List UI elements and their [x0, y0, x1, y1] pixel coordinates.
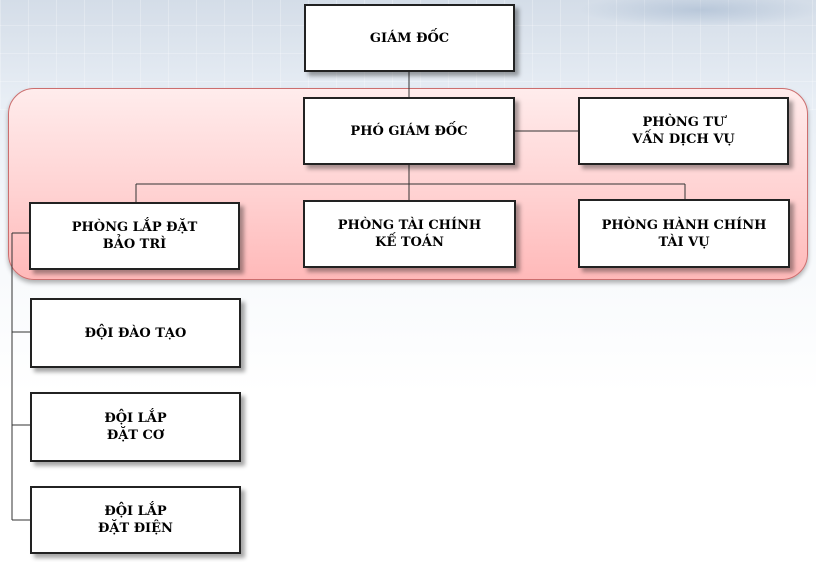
- consulting-department-box: PHÒNG TƯ VẤN DỊCH VỤ: [578, 97, 789, 165]
- director-box: GIÁM ĐỐC: [304, 4, 515, 72]
- deputy-director-box: PHÓ GIÁM ĐỐC: [303, 97, 515, 165]
- electrical-installation-team-box: ĐỘI LẮP ĐẶT ĐIỆN: [30, 486, 241, 554]
- training-team-box: ĐỘI ĐÀO TẠO: [30, 298, 241, 368]
- finance-department-box: PHÒNG TÀI CHÍNH KẾ TOÁN: [303, 200, 516, 268]
- mechanical-installation-team-box: ĐỘI LẮP ĐẶT CƠ: [30, 392, 241, 462]
- installation-department-box: PHÒNG LẮP ĐẶT BẢO TRÌ: [29, 202, 240, 270]
- administration-department-box: PHÒNG HÀNH CHÍNH TÀI VỤ: [578, 199, 790, 268]
